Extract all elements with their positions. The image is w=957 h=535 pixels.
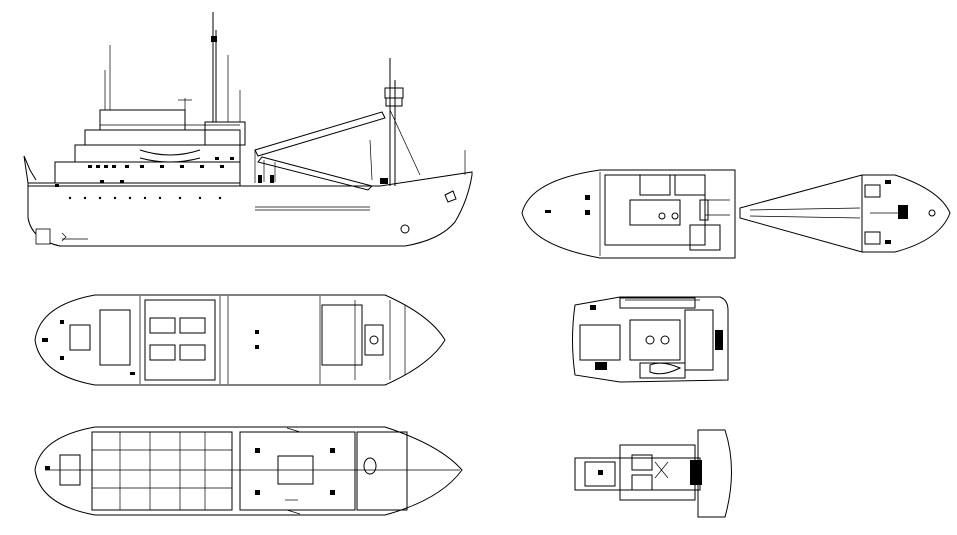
plan-view-upper-right-a (521, 169, 736, 259)
plan-view-lower-deck (34, 426, 463, 516)
profile-portholes (68, 196, 222, 200)
plan-view-bridge-deck (574, 429, 732, 518)
plan-view-upper-right-b (739, 174, 951, 253)
profile-view (23, 12, 473, 247)
plan-view-superstructure (572, 296, 729, 383)
profile-windows (55, 157, 234, 187)
plan-view-main-deck (34, 294, 446, 386)
profile-masts (104, 12, 404, 186)
profile-derricks (254, 109, 421, 191)
rudder (35, 228, 51, 245)
hawse-pipe (400, 224, 410, 234)
profile-superstructure (54, 109, 246, 187)
